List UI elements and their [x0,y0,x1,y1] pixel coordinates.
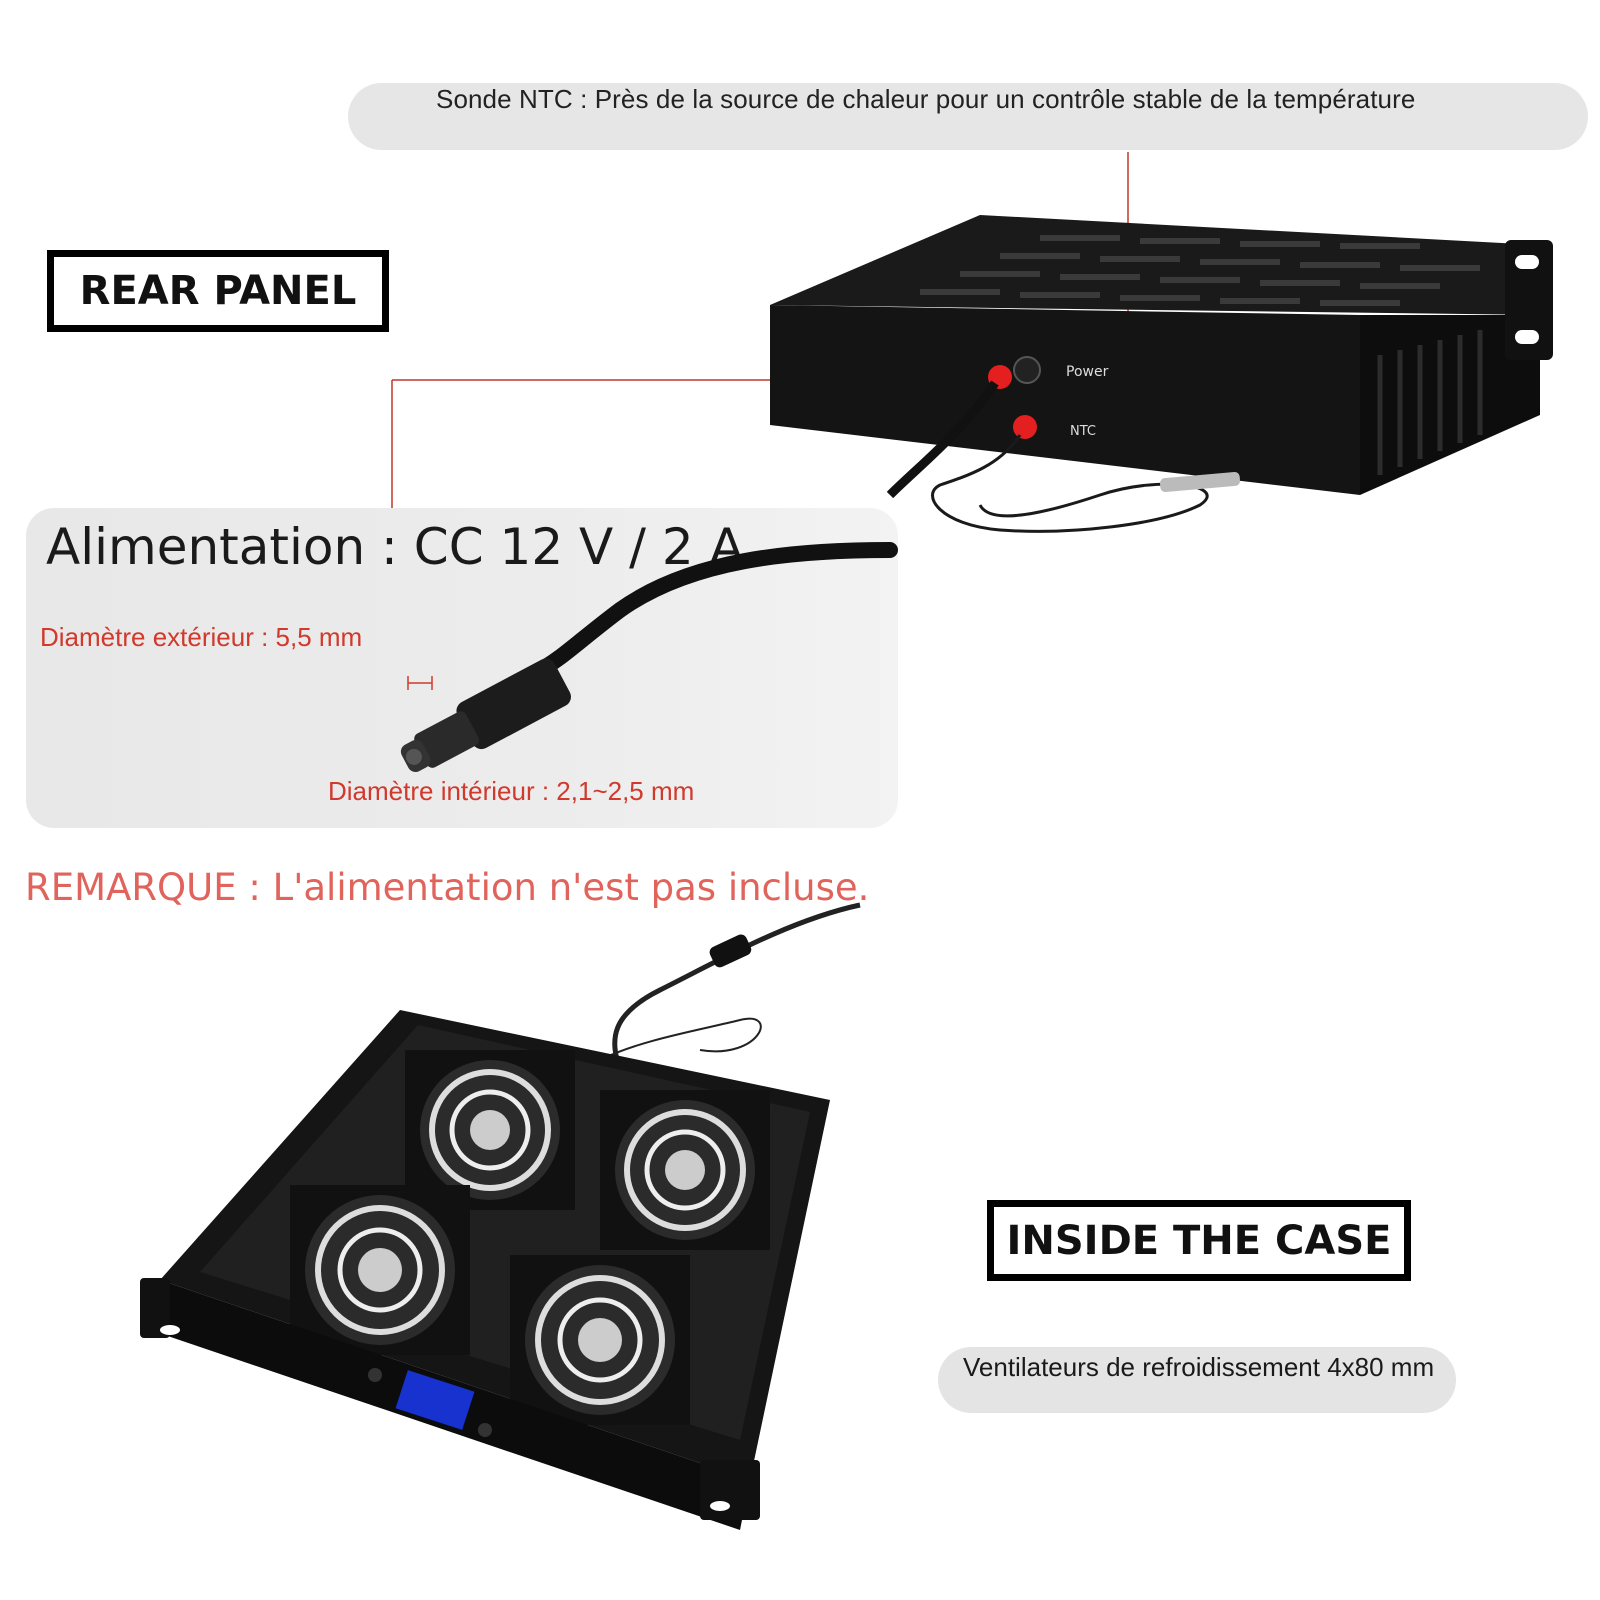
power-supply-note: REMARQUE : L'alimentation n'est pas incl… [25,866,870,909]
dc-plug-image [400,542,898,773]
outer-diameter-text: Diamètre extérieur : 5,5 mm [40,622,363,652]
rear-panel-label: REAR PANEL [47,250,389,332]
fans-callout-text: Ventilateurs de refroidissement 4x80 mm [963,1352,1435,1382]
power-supply-title: Alimentation : CC 12 V / 2 A [46,518,744,576]
ntc-callout-text: Sonde NTC : Près de la source de chaleur… [436,84,1416,114]
power-port-label: Power [1066,364,1109,380]
inside-case-image [140,902,861,1530]
inside-case-label: INSIDE THE CASE [987,1200,1411,1281]
ntc-port-label: NTC [1070,424,1096,439]
fan-grid [290,1050,770,1425]
rear-device-image [770,215,1553,533]
ntc-callout-bubble [348,83,1588,150]
inner-diameter-text: Diamètre intérieur : 2,1~2,5 mm [328,776,695,806]
fans-callout-bubble [938,1347,1456,1413]
